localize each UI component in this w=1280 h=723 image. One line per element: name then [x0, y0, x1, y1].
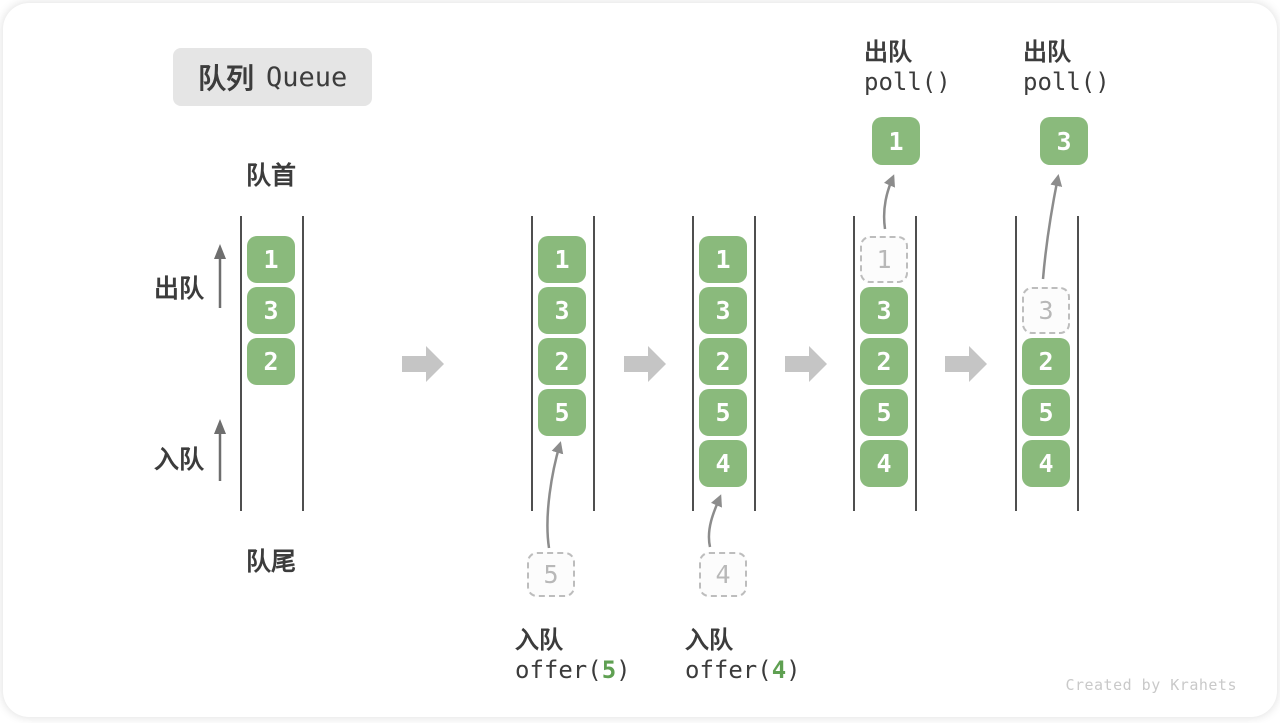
up-arrow-enqueue: [214, 419, 226, 481]
queue-item-box: 3: [538, 287, 586, 334]
dequeue-arrow: [882, 174, 895, 230]
queue-item-box: 1: [538, 236, 586, 283]
up-arrow-dequeue: [214, 244, 226, 308]
op-code-part: offer(: [515, 656, 602, 684]
dequeue-arrow: [1041, 174, 1063, 280]
queue-rail-line: [240, 216, 242, 511]
queue-item-box: 2: [247, 338, 295, 385]
queue-item-box: 4: [860, 440, 908, 487]
queue-item-box: 1: [699, 236, 747, 283]
op-label: 出队: [1023, 39, 1071, 66]
queue-rail-line: [1077, 216, 1079, 511]
flow-arrow: [785, 346, 827, 382]
op-label: 出队: [864, 39, 912, 66]
op-code-part: 4: [771, 656, 787, 684]
op-code: offer(4): [685, 656, 801, 684]
op-code-part: poll(): [864, 68, 951, 96]
op-code-part: 5: [601, 656, 617, 684]
queue-item-box: 4: [1022, 440, 1070, 487]
enqueue-arrow: [546, 441, 564, 549]
queue-rail-line: [531, 216, 533, 511]
queue-rail-line: [302, 216, 304, 511]
queue-item-box: 1: [247, 236, 295, 283]
queue-item-box: 5: [699, 389, 747, 436]
queue-item-box: 3: [860, 287, 908, 334]
queue-head-label: 队首: [245, 162, 297, 190]
enqueue-side-label: 入队: [153, 446, 204, 474]
pending-item-box: 5: [527, 552, 575, 597]
pending-item-box: 4: [699, 552, 747, 597]
queue-rail-line: [692, 216, 694, 511]
result-item-box: 1: [872, 117, 920, 165]
flow-arrow: [624, 346, 666, 382]
op-code-part: poll(): [1023, 68, 1110, 96]
op-code: offer(5): [515, 656, 631, 684]
queue-item-box: 2: [1022, 338, 1070, 385]
queue-rail-line: [1015, 216, 1017, 511]
diagram-card: 队列 Queue 队首 队尾 出队 入队 Created by Krahets …: [3, 3, 1277, 717]
queue-rail-line: [853, 216, 855, 511]
title-en: Queue: [266, 61, 348, 93]
queue-item-box: 2: [699, 338, 747, 385]
queue-ghost-box: 1: [860, 236, 908, 283]
op-code-part: offer(: [685, 656, 772, 684]
dequeue-side-label: 出队: [153, 275, 204, 303]
queue-item-box: 5: [860, 389, 908, 436]
op-code: poll(): [864, 68, 951, 96]
queue-item-box: 5: [538, 389, 586, 436]
enqueue-arrow: [707, 494, 722, 548]
watermark: Created by Krahets: [1065, 676, 1237, 694]
result-item-box: 3: [1040, 117, 1088, 165]
op-label: 入队: [515, 627, 563, 654]
title-box: 队列 Queue: [173, 48, 373, 106]
flow-arrow: [945, 346, 987, 382]
queue-rail-line: [915, 216, 917, 511]
arrows-overlay: [214, 174, 1063, 549]
queue-tail-label: 队尾: [245, 548, 297, 576]
queue-rail-line: [593, 216, 595, 511]
queue-rail-line: [754, 216, 756, 511]
queue-item-box: 3: [699, 287, 747, 334]
queue-ghost-box: 3: [1022, 287, 1070, 334]
queue-item-box: 3: [247, 287, 295, 334]
queue-item-box: 2: [860, 338, 908, 385]
op-code: poll(): [1023, 68, 1110, 96]
queue-item-box: 2: [538, 338, 586, 385]
queue-item-box: 4: [699, 440, 747, 487]
flow-arrow: [402, 346, 444, 382]
op-code-part: ): [616, 656, 631, 684]
op-code-part: ): [786, 656, 801, 684]
title-zh: 队列: [198, 63, 255, 94]
op-label: 入队: [685, 627, 733, 654]
queue-item-box: 5: [1022, 389, 1070, 436]
